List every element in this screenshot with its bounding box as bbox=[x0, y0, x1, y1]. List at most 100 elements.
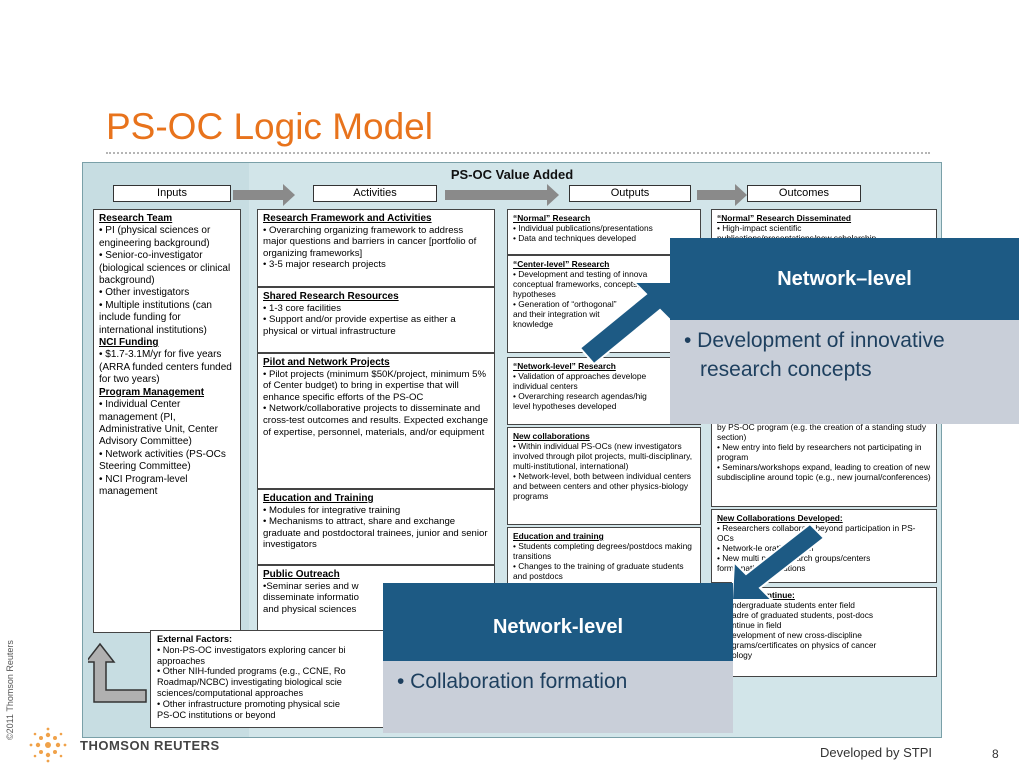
education-training-box: Education and Training • Modules for int… bbox=[257, 489, 495, 565]
outputs-header: Outputs bbox=[569, 185, 691, 202]
nci-funding-heading: NCI Funding bbox=[99, 337, 159, 349]
callout-arrow-bottom bbox=[730, 522, 826, 601]
arrow-inputs-activities bbox=[233, 184, 295, 206]
research-team-heading: Research Team bbox=[99, 213, 173, 224]
normal-research-box: “Normal” Research • Individual publicati… bbox=[507, 209, 701, 255]
shared-resources-box: Shared Research Resources • 1-3 core fac… bbox=[257, 287, 495, 353]
callout-network-level-collaboration: Network-level • Collaboration formation bbox=[383, 583, 733, 733]
education-heading: Education and Training bbox=[263, 493, 374, 504]
external-item: approaches bbox=[157, 655, 206, 666]
input-item: • Network activities (PS-OCs Steering Co… bbox=[99, 448, 226, 473]
output-item: • Network-level, both between individual… bbox=[513, 471, 691, 501]
output-item: • Individual publications/presentations bbox=[513, 223, 653, 233]
output-item: • Overarching research agendas/hig bbox=[513, 391, 647, 401]
output-item: • Generation of “orthogonal” bbox=[513, 299, 617, 309]
activity-item: disseminate informatio bbox=[263, 592, 359, 604]
activity-item: and physical sciences bbox=[263, 603, 357, 615]
shared-resources-heading: Shared Research Resources bbox=[263, 291, 399, 302]
input-item: • $1.7-3.1M/yr for five years (ARRA fund… bbox=[99, 349, 232, 386]
callout-text: • Collaboration formation bbox=[397, 670, 628, 693]
output-item: • Within individual PS-OCs (new investig… bbox=[513, 441, 693, 471]
new-collaborations-box: New collaborations • Within individual P… bbox=[507, 427, 701, 525]
external-item: • Non-PS-OC investigators exploring canc… bbox=[157, 644, 346, 655]
arrow-activities-outputs bbox=[445, 184, 559, 206]
activity-item: • Modules for integrative training bbox=[263, 504, 401, 516]
activity-item: • Mechanisms to attract, share and excha… bbox=[263, 516, 488, 551]
outcome-item: ndergraduate students enter field bbox=[732, 600, 855, 610]
developed-by: Developed by STPI bbox=[820, 745, 933, 760]
outcome-item: adre of graduated students, post-docs bbox=[732, 610, 874, 620]
outcomes-header: Outcomes bbox=[747, 185, 861, 202]
title-divider bbox=[106, 152, 930, 154]
outcome-item: • Network-le orations form bbox=[717, 543, 814, 553]
activity-item: • Overarching organizing framework to ad… bbox=[263, 224, 477, 259]
activity-item: • Network/collaborative projects to diss… bbox=[263, 403, 489, 438]
activity-item: • 3-5 major research projects bbox=[263, 259, 386, 271]
outcome-item: ology bbox=[732, 650, 753, 660]
outcome-item: evelopment of new cross-discipline bbox=[732, 630, 862, 640]
feedback-arrow bbox=[88, 642, 147, 703]
external-factors-heading: External Factors: bbox=[157, 634, 233, 644]
research-framework-box: Research Framework and Activities • Over… bbox=[257, 209, 495, 287]
activity-item: • Support and/or provide expertise as ei… bbox=[263, 314, 456, 337]
thomson-reuters-logo-icon bbox=[29, 727, 67, 763]
external-item: • Other NIH-funded programs (e.g., CCNE,… bbox=[157, 666, 346, 677]
page-number: 8 bbox=[992, 747, 999, 761]
outcome-item: • Seminars/workshops expand, leading to … bbox=[717, 462, 931, 482]
normal-research-heading: “Normal” Research bbox=[513, 213, 591, 223]
output-education-heading: Education and training bbox=[513, 531, 604, 541]
new-collaborations-heading: New collaborations bbox=[513, 431, 590, 441]
activity-item: • Pilot projects (minimum $50K/project, … bbox=[263, 368, 487, 403]
output-item: • Development and testing of innova bbox=[513, 269, 648, 279]
activities-header: Activities bbox=[313, 185, 437, 202]
input-item: • NCI Program-level management bbox=[99, 473, 188, 497]
value-added-header: PS-OC Value Added bbox=[450, 167, 574, 182]
output-education-box: Education and training • Students comple… bbox=[507, 527, 701, 587]
copyright-text: ©2011 Thomson Reuters bbox=[5, 640, 15, 740]
output-item: • Validation of approaches develope bbox=[513, 371, 647, 381]
outcome-item: • Researchers collaborate beyond partici… bbox=[717, 523, 916, 543]
callout-network-level-research: Network–level • Development of innovativ… bbox=[670, 238, 1019, 424]
external-item: sciences/computational approaches bbox=[157, 687, 304, 698]
output-item: • Data and techniques developed bbox=[513, 233, 637, 243]
outcome-item: grams/certificates on physics of cancer bbox=[732, 640, 877, 650]
slide-title: PS-OC Logic Model bbox=[106, 106, 433, 147]
callout-heading: Network–level bbox=[670, 238, 1019, 320]
input-item: • Individual Center management (PI, Admi… bbox=[99, 399, 218, 448]
input-item: • PI (physical sciences or engineering b… bbox=[99, 225, 211, 249]
outcome-item: ntinue in field bbox=[732, 620, 782, 630]
output-item: • Changes to the training of graduate st… bbox=[513, 561, 684, 581]
output-item: individual centers bbox=[513, 381, 578, 391]
external-item: Roadmap/NCBC) investigating biological s… bbox=[157, 677, 342, 688]
external-item: • Other infrastructure promoting physica… bbox=[157, 698, 340, 709]
callout-heading: Network-level bbox=[383, 583, 733, 661]
arrow-outputs-outcomes bbox=[697, 184, 747, 206]
pilot-projects-box: Pilot and Network Projects • Pilot proje… bbox=[257, 353, 495, 489]
output-item: conceptual frameworks, concepts, a bbox=[513, 279, 647, 289]
inputs-header: Inputs bbox=[113, 185, 231, 202]
activity-item: • 1-3 core facilities bbox=[263, 302, 342, 314]
input-item: • Other investigators bbox=[99, 287, 190, 299]
disseminated-heading: “Normal” Research Disseminated bbox=[717, 213, 852, 223]
outcome-item: • New entry into field by researchers no… bbox=[717, 442, 922, 462]
outreach-heading: Public Outreach bbox=[263, 569, 340, 580]
collaborations-developed-heading: New Collaborations Developed: bbox=[717, 513, 843, 523]
external-item: PS-OC institutions or beyond bbox=[157, 709, 276, 720]
output-item: and their integration wit bbox=[513, 309, 600, 319]
pilot-projects-heading: Pilot and Network Projects bbox=[263, 357, 390, 368]
center-research-heading: “Center-level” Research bbox=[513, 259, 610, 269]
callout-text: • Development of innovative research con… bbox=[684, 329, 945, 381]
inputs-box: Research Team • PI (physical sciences or… bbox=[93, 209, 241, 633]
output-item: hypotheses bbox=[513, 289, 556, 299]
network-research-box: “Network-level” Research • Validation of… bbox=[507, 357, 701, 425]
callout-arrow-top bbox=[578, 281, 676, 366]
network-research-heading: “Network-level” Research bbox=[513, 361, 616, 371]
output-item: • Students completing degrees/postdocs m… bbox=[513, 541, 692, 561]
research-framework-heading: Research Framework and Activities bbox=[263, 213, 432, 224]
output-item: level hypotheses developed bbox=[513, 401, 617, 411]
logo-text: THOMSON REUTERS bbox=[80, 738, 220, 753]
input-item: • Multiple institutions (can include fun… bbox=[99, 299, 212, 336]
activity-item: •Seminar series and w bbox=[263, 580, 359, 592]
outcome-item: by PS-OC program (e.g. the creation of a… bbox=[717, 422, 927, 442]
outcome-item: • High-impact scientific bbox=[717, 223, 802, 233]
